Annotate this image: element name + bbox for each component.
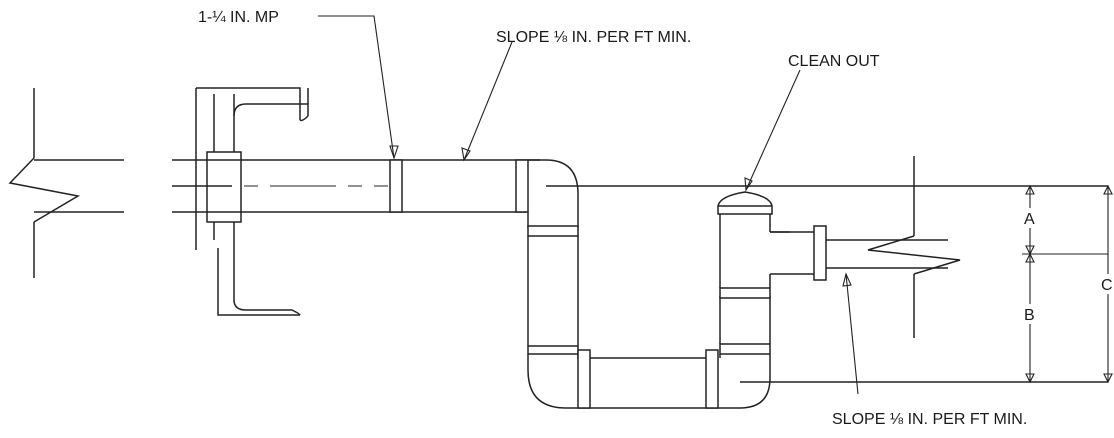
branch-flange — [813, 225, 827, 281]
label-dim-a: A — [1024, 211, 1035, 228]
label-slope-top: SLOPE ⅛ IN. PER FT MIN. — [496, 29, 691, 46]
label-clean-out: CLEAN OUT — [788, 53, 880, 70]
riser-pipe — [719, 214, 771, 355]
label-dim-b: B — [1024, 307, 1035, 324]
dim-a-bg — [1022, 208, 1038, 228]
label-slope-bottom: SLOPE ⅛ IN. PER FT MIN. — [832, 411, 1027, 428]
bracket-flange — [206, 151, 242, 223]
dim-b-bg — [1022, 304, 1038, 324]
upper-elbow — [515, 159, 1108, 228]
label-dim-c: C — [1101, 277, 1113, 294]
right-wall — [867, 156, 961, 338]
label-pipe-size: 1-¼ IN. MP — [198, 9, 279, 26]
horizontal-pipe — [172, 159, 540, 213]
leader-lines — [318, 15, 859, 395]
left-wall — [8, 88, 81, 278]
pipe-coupling — [389, 159, 403, 213]
dim-c-bg — [1100, 274, 1114, 294]
left-pipe-stub — [34, 159, 124, 213]
vertical-drop-pipe — [527, 225, 579, 346]
trap-bottom — [527, 345, 1108, 409]
clean-out-cap — [717, 191, 773, 215]
flange-edges — [207, 159, 241, 213]
tee-branch — [770, 225, 948, 281]
